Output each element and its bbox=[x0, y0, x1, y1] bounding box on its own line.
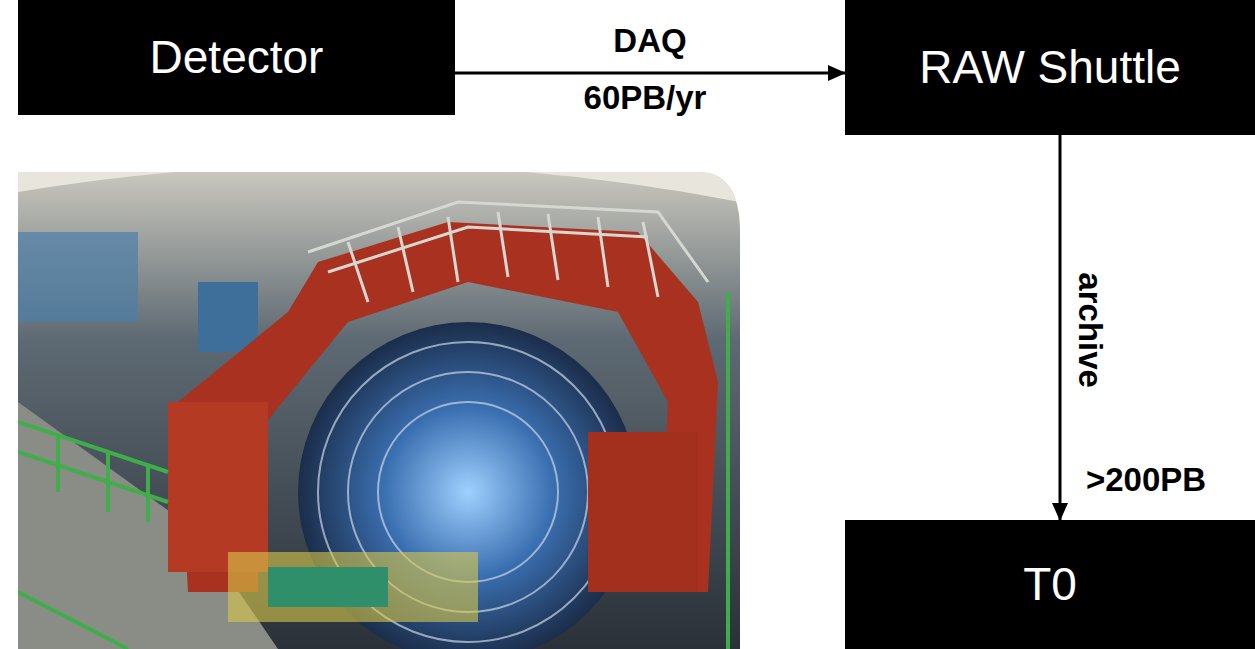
process-box: Detector bbox=[18, 0, 455, 115]
rack bbox=[198, 282, 258, 352]
electronics bbox=[268, 567, 388, 607]
flow-arrow bbox=[1059, 135, 1062, 520]
edge-label: DAQ bbox=[613, 23, 686, 59]
railing bbox=[18, 292, 728, 649]
flow-arrow bbox=[455, 72, 845, 75]
process-box: T0 bbox=[845, 520, 1255, 649]
red-block bbox=[168, 402, 268, 572]
cavern bbox=[18, 172, 740, 649]
platform bbox=[228, 552, 478, 622]
box-title: Detector bbox=[150, 32, 324, 83]
red-block bbox=[588, 432, 698, 592]
wall-panel bbox=[18, 232, 138, 322]
data-volume: 60PB/yr bbox=[584, 80, 707, 116]
detector-photo bbox=[18, 172, 740, 649]
process-box: RAW Shuttle bbox=[845, 0, 1255, 135]
edge-label: archive bbox=[1072, 272, 1108, 388]
ceiling bbox=[18, 172, 740, 202]
box-title: RAW Shuttle bbox=[919, 42, 1181, 93]
scaffold bbox=[308, 202, 708, 302]
box-title: T0 bbox=[1023, 559, 1077, 610]
data-volume: >200PB bbox=[1086, 462, 1206, 498]
